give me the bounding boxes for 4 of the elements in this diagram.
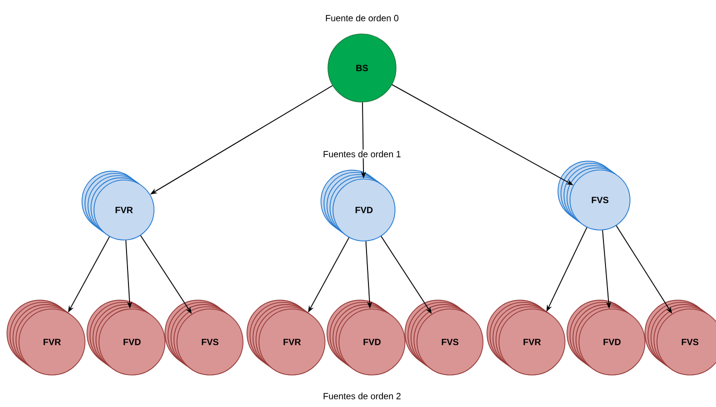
level-label: Fuentes de orden 2: [322, 392, 402, 400]
level-label: Fuente de orden 0: [324, 14, 400, 22]
level-label: Fuentes de orden 1: [322, 150, 402, 158]
circle-node: BS: [328, 34, 396, 102]
